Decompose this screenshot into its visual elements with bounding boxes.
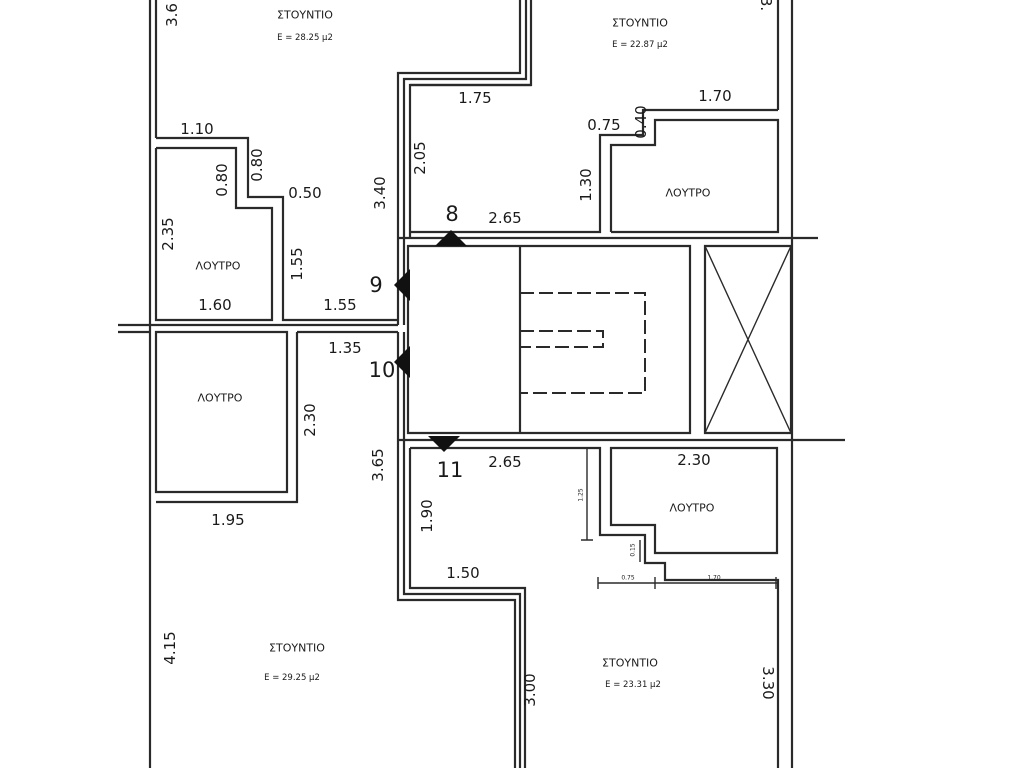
dimension: 3.65 <box>369 448 387 481</box>
bathroom-label: ΛΟΥΤΡΟ <box>670 502 715 515</box>
dimension: 1.55 <box>323 296 356 314</box>
dimension: 1.75 <box>458 89 491 107</box>
dimension: 0.80 <box>213 163 231 196</box>
dimension: 2.05 <box>411 141 429 174</box>
dimension: 2.30 <box>677 451 710 469</box>
room-name: ΣΤΟΥΝΤΙΟ <box>612 17 668 30</box>
dimension: 3. <box>757 0 775 11</box>
room-name: ΣΤΟΥΝΤΙΟ <box>269 642 325 655</box>
dimension: 1.30 <box>577 168 595 201</box>
dimension: 1.90 <box>418 499 436 532</box>
room-area: E = 29.25 μ2 <box>264 673 320 683</box>
dimension: 2.35 <box>159 217 177 250</box>
section-arrows <box>394 230 467 452</box>
dimension: 1.10 <box>180 120 213 138</box>
small-dimension: 0.15 <box>630 543 637 557</box>
small-dimension: 1.25 <box>578 488 585 502</box>
dimension: 3.40 <box>371 176 389 209</box>
bathroom-label: ΛΟΥΤΡΟ <box>198 392 243 405</box>
small-dimension: 0.75 <box>621 575 635 582</box>
dimension: 0.80 <box>248 148 266 181</box>
small-dimension: 1.70 <box>707 575 721 582</box>
bathroom-label: ΛΟΥΤΡΟ <box>196 260 241 273</box>
dimension: 0.50 <box>288 184 321 202</box>
room-name: ΣΤΟΥΝΤΙΟ <box>277 9 333 22</box>
section-marker: 10 <box>369 358 396 382</box>
dimension: 2.30 <box>301 403 319 436</box>
dimension: 3.00 <box>521 673 539 706</box>
section-markers: 8 9 10 11 <box>369 202 464 482</box>
room-area: E = 28.25 μ2 <box>277 33 333 43</box>
room-area: E = 22.87 μ2 <box>612 40 668 50</box>
dimension: 0.75 <box>587 116 620 134</box>
dimension: 3.30 <box>759 666 777 699</box>
dimension-labels: 3.6 3. 1.75 1.70 0.75 0.40 1.10 0.80 0.8… <box>159 0 777 707</box>
dimension: 1.60 <box>198 296 231 314</box>
dimension: 3.6 <box>163 3 181 27</box>
room-name: ΣΤΟΥΝΤΙΟ <box>602 657 658 670</box>
dimension: 1.50 <box>446 564 479 582</box>
room-labels: ΣΤΟΥΝΤΙΟ E = 28.25 μ2 ΣΤΟΥΝΤΙΟ E = 22.87… <box>196 9 715 691</box>
room-area: E = 23.31 μ2 <box>605 680 661 690</box>
dimension: 2.65 <box>488 209 521 227</box>
dimension: 1.95 <box>211 511 244 529</box>
dimension: 0.40 <box>632 105 650 138</box>
bathroom-label: ΛΟΥΤΡΟ <box>666 187 711 200</box>
dimension: 2.65 <box>488 453 521 471</box>
walls <box>118 0 845 768</box>
dimension: 4.15 <box>161 631 179 664</box>
dimension: 1.55 <box>288 247 306 280</box>
dimension: 1.35 <box>328 339 361 357</box>
section-marker: 11 <box>437 458 464 482</box>
dimension: 1.70 <box>698 87 731 105</box>
section-marker: 9 <box>369 273 382 297</box>
section-marker: 8 <box>445 202 458 226</box>
